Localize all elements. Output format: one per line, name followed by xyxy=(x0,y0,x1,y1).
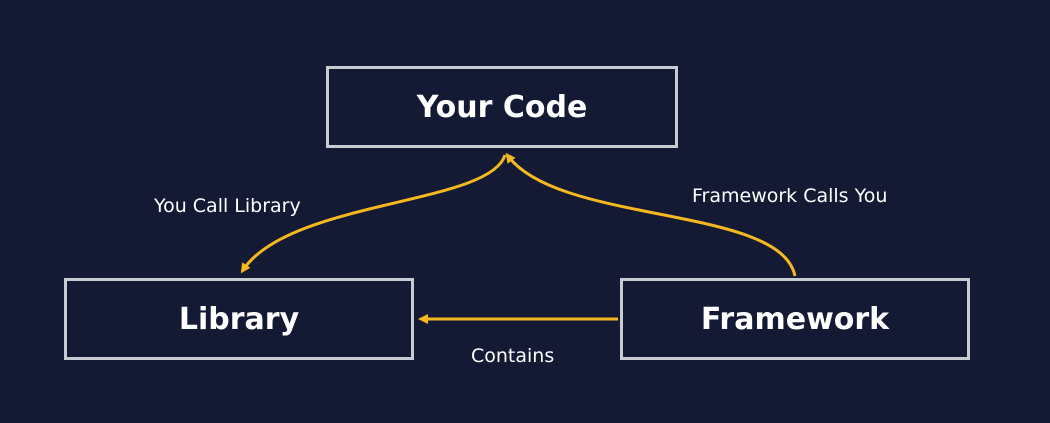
edge-framework-calls-you xyxy=(505,152,797,277)
node-your-code: Your Code xyxy=(326,66,678,148)
edge-label-contains: Contains xyxy=(471,345,555,367)
edge-you-call-library xyxy=(240,154,507,274)
edge-label-you-call-library: You Call Library xyxy=(154,195,301,217)
node-framework: Framework xyxy=(620,278,970,360)
node-library: Library xyxy=(64,278,414,360)
edge-label-framework-calls-you: Framework Calls You xyxy=(692,185,888,207)
node-library-label: Library xyxy=(178,301,300,337)
node-framework-label: Framework xyxy=(700,301,890,337)
node-your-code-label: Your Code xyxy=(416,89,588,125)
